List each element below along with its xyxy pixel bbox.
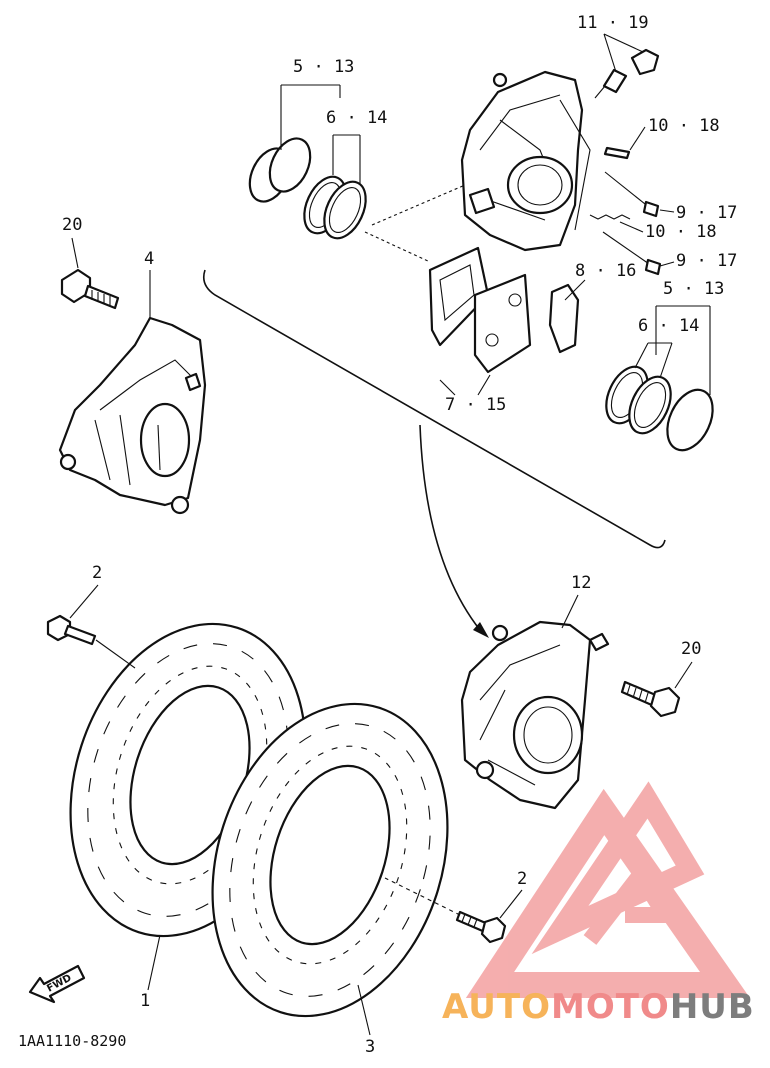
group-boundary-line bbox=[202, 269, 666, 549]
callout-20-right: 20 bbox=[681, 639, 701, 659]
bolt-20-right bbox=[620, 680, 681, 718]
callout-10-18-a: 10 · 18 bbox=[648, 116, 720, 136]
watermark-auto: AUTO bbox=[442, 987, 551, 1027]
callout-4: 4 bbox=[144, 249, 154, 269]
caliper-exploded bbox=[460, 70, 591, 252]
callout-8-16: 8 · 16 bbox=[575, 261, 636, 281]
pad-pins bbox=[589, 146, 662, 276]
pad-spring bbox=[548, 283, 580, 354]
callout-5-13-top: 5 · 13 bbox=[293, 57, 354, 77]
callout-2-right: 2 bbox=[517, 869, 527, 889]
callout-20-left: 20 bbox=[62, 215, 82, 235]
disc-bolt-right bbox=[384, 877, 507, 944]
callout-7-15: 7 · 15 bbox=[445, 395, 506, 415]
callout-6-14-top: 6 · 14 bbox=[326, 108, 387, 128]
watermark-text: AUTOMOTOHUB bbox=[442, 987, 755, 1027]
brake-pads bbox=[428, 246, 532, 374]
callout-2-left: 2 bbox=[92, 563, 102, 583]
bleeder-valve bbox=[594, 48, 660, 99]
disc-bolt-left bbox=[46, 614, 136, 669]
fwd-arrow-icon: FWD bbox=[28, 964, 86, 1004]
caliper-left bbox=[58, 316, 207, 515]
caliper-assembled bbox=[460, 620, 610, 810]
diagram-code: 1AA1110-8290 bbox=[18, 1032, 126, 1050]
callout-12: 12 bbox=[571, 573, 591, 593]
brake-disc-3 bbox=[211, 702, 449, 1018]
watermark-hub: HUB bbox=[670, 987, 755, 1027]
assembly-arrow-line bbox=[419, 424, 481, 631]
callout-6-14-right: 6 · 14 bbox=[638, 316, 699, 336]
callout-1: 1 bbox=[140, 991, 150, 1011]
callout-9-17-a: 9 · 17 bbox=[676, 203, 737, 223]
callout-3: 3 bbox=[365, 1037, 375, 1057]
watermark-moto: MOTO bbox=[551, 987, 670, 1027]
piston-seals-top bbox=[248, 137, 367, 240]
callout-11-19: 11 · 19 bbox=[577, 13, 649, 33]
callout-10-18-b: 10 · 18 bbox=[645, 222, 717, 242]
callout-5-13-right: 5 · 13 bbox=[663, 279, 724, 299]
watermark-logo bbox=[465, 781, 750, 998]
assembly-arrowhead bbox=[473, 622, 489, 638]
callout-9-17-b: 9 · 17 bbox=[676, 251, 737, 271]
bolt-20-left bbox=[60, 268, 120, 310]
piston-seals-right bbox=[605, 365, 714, 452]
